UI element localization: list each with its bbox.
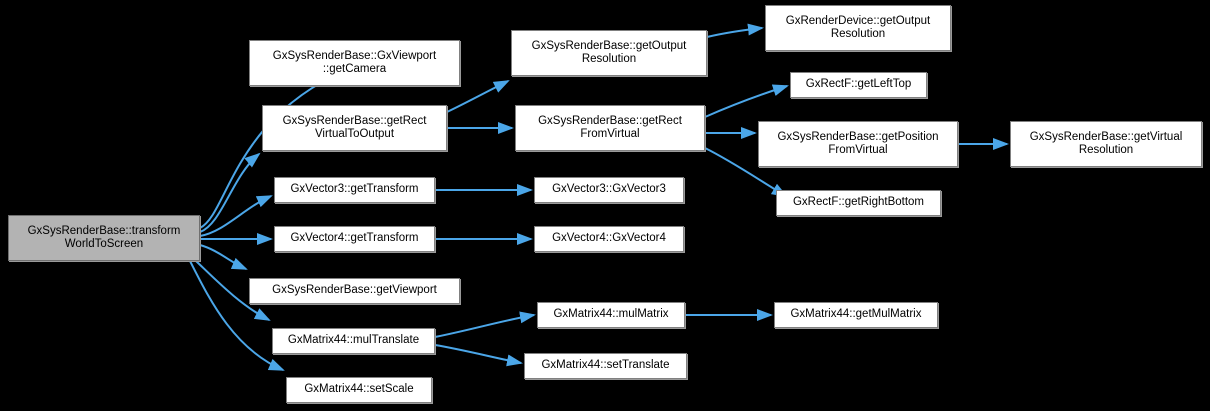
graph-edge (704, 84, 789, 118)
graph-node-label: GxSysRenderBase::getRect FromVirtual (538, 114, 682, 141)
graph-node-label: GxVector3::GxVector3 (552, 183, 666, 196)
graph-node-setScale[interactable]: GxMatrix44::setScale (286, 377, 432, 403)
graph-node-label: GxMatrix44::getMulMatrix (790, 308, 922, 321)
graph-node-getMulMatrix[interactable]: GxMatrix44::getMulMatrix (774, 302, 938, 328)
graph-node-label: GxRenderDevice::getOutput Resolution (785, 14, 931, 41)
graph-node-label: GxSysRenderBase::getVirtual Resolution (1029, 130, 1183, 157)
graph-node-renderDeviceGetOutputResolution[interactable]: GxRenderDevice::getOutput Resolution (765, 5, 951, 51)
graph-node-getVector3GetTransform[interactable]: GxVector3::getTransform (274, 177, 435, 203)
graph-edge (434, 311, 536, 338)
graph-node-getRectVirtualToOutput[interactable]: GxSysRenderBase::getRect VirtualToOutput (262, 105, 447, 151)
graph-node-getVector4GetTransform[interactable]: GxVector4::getTransform (274, 226, 435, 252)
graph-node-label: GxSysRenderBase::transform WorldToScreen (27, 224, 181, 251)
graph-node-label: GxRectF::getLeftTop (805, 78, 912, 91)
graph-node-gxVector3Ctor[interactable]: GxVector3::GxVector3 (534, 177, 684, 203)
graph-edge (199, 244, 248, 270)
graph-node-getPositionFromVirtual[interactable]: GxSysRenderBase::getPosition FromVirtual (758, 121, 958, 167)
graph-node-label: GxVector3::getTransform (290, 183, 419, 196)
graph-edge (199, 195, 273, 237)
graph-node-getLeftTop[interactable]: GxRectF::getLeftTop (790, 72, 927, 98)
graph-node-label: GxMatrix44::mulTranslate (287, 334, 420, 347)
graph-node-getRectFromVirtual[interactable]: GxSysRenderBase::getRect FromVirtual (515, 105, 705, 151)
graph-node-getCamera[interactable]: GxSysRenderBase::GxViewport ::getCamera (249, 40, 460, 86)
graph-node-mulTranslate[interactable]: GxMatrix44::mulTranslate (272, 328, 435, 354)
graph-node-label: GxSysRenderBase::getViewport (272, 284, 437, 297)
graph-node-label: GxSysRenderBase::getRect VirtualToOutput (282, 114, 427, 141)
graph-node-mulMatrix[interactable]: GxMatrix44::mulMatrix (537, 302, 685, 328)
graph-node-setTranslate[interactable]: GxMatrix44::setTranslate (524, 353, 687, 379)
graph-node-label: GxSysRenderBase::GxViewport ::getCamera (272, 49, 437, 76)
graph-node-getVirtualResolution[interactable]: GxSysRenderBase::getVirtual Resolution (1010, 121, 1202, 167)
graph-node-label: GxMatrix44::setTranslate (541, 359, 670, 372)
graph-node-gxVector4Ctor[interactable]: GxVector4::GxVector4 (534, 226, 684, 252)
graph-node-label: GxRectF::getRightBottom (792, 196, 925, 209)
graph-node-transformWorldToScreen[interactable]: GxSysRenderBase::transform WorldToScreen (8, 215, 200, 261)
graph-node-getRightBottom[interactable]: GxRectF::getRightBottom (776, 190, 941, 216)
graph-node-label: GxVector4::getTransform (290, 232, 419, 245)
graph-node-label: GxMatrix44::setScale (304, 383, 414, 396)
graph-edge (706, 23, 764, 38)
graph-node-label: GxSysRenderBase::getPosition FromVirtual (777, 130, 939, 157)
graph-node-label: GxMatrix44::mulMatrix (553, 308, 669, 321)
graph-node-getViewport[interactable]: GxSysRenderBase::getViewport (249, 278, 460, 304)
graph-node-label: GxVector4::GxVector4 (552, 232, 666, 245)
graph-edge (199, 152, 261, 233)
graph-node-getOutputResolution[interactable]: GxSysRenderBase::getOutput Resolution (511, 30, 707, 76)
graph-node-label: GxSysRenderBase::getOutput Resolution (531, 39, 687, 66)
graph-edge (434, 344, 523, 367)
